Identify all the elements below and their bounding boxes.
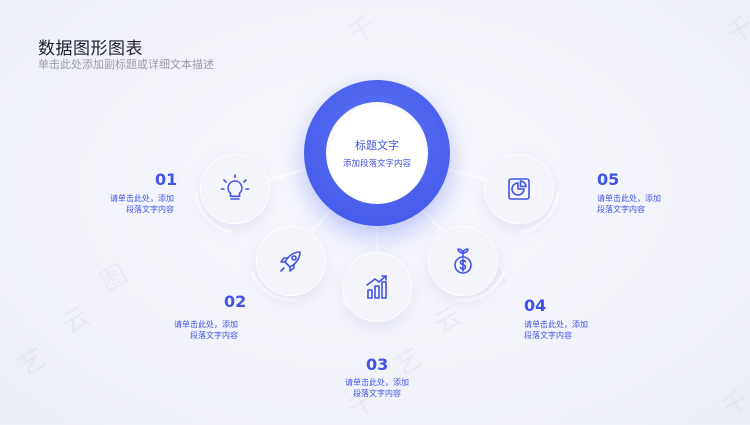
bubble-02[interactable] [256,226,326,296]
page-title: 数据图形图表 [38,39,143,59]
item-desc-line: 请单击此处，添加 [345,378,409,387]
item-number-01: 01 [155,170,178,189]
item-number-02: 02 [224,292,247,311]
item-desc-03: 请单击此处，添加 段落文字内容 [338,377,416,399]
bubble-04[interactable] [428,226,498,296]
central-title: 标题文字 [355,139,399,152]
item-number-03: 03 [366,355,389,374]
central-topic-circle: 标题文字 添加段落文字内容 [326,102,428,204]
item-desc-line: 段落文字内容 [190,331,238,340]
pie-chart-icon [508,178,530,200]
bubble-03[interactable] [342,252,412,322]
item-desc-line: 段落文字内容 [597,205,645,214]
rocket-icon [280,251,301,272]
item-number-05: 05 [597,170,620,189]
central-topic-ring[interactable]: 标题文字 添加段落文字内容 [304,80,450,226]
bubble-05[interactable] [484,154,554,224]
page-subtitle: 单击此处添加副标题或详细文本描述 [38,58,214,71]
item-desc-04: 请单击此处，添加 段落文字内容 [524,319,602,341]
bar-growth-icon [366,275,387,299]
item-desc-line: 段落文字内容 [524,331,572,340]
money-plant-icon [454,248,472,274]
item-desc-line: 段落文字内容 [353,389,401,398]
item-desc-line: 段落文字内容 [126,205,174,214]
lightbulb-icon [220,174,250,200]
item-desc-line: 请单击此处，添加 [174,320,238,329]
item-desc-line: 请单击此处，添加 [110,194,174,203]
item-desc-02: 请单击此处，添加 段落文字内容 [160,319,238,341]
item-desc-05: 请单击此处，添加 段落文字内容 [597,193,675,215]
item-desc-01: 请单击此处，添加 段落文字内容 [96,193,174,215]
bubble-01[interactable] [200,154,270,224]
item-number-04: 04 [524,296,547,315]
item-desc-line: 请单击此处，添加 [597,194,661,203]
item-desc-line: 请单击此处，添加 [524,320,588,329]
central-description: 添加段落文字内容 [342,159,411,169]
